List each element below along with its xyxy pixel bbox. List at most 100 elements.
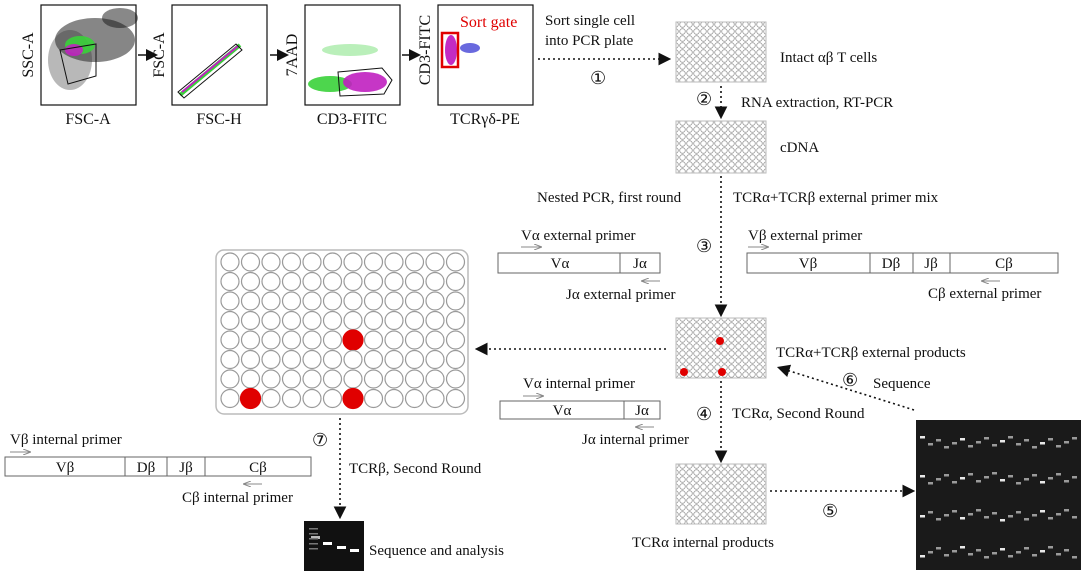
gel-band xyxy=(1032,474,1037,477)
tcra-second-round-label: TCRα, Second Round xyxy=(732,406,865,422)
plate-well xyxy=(363,291,384,311)
segment-db: Dβ xyxy=(137,460,155,476)
plate-well xyxy=(322,349,343,370)
gel-ladder-band xyxy=(309,533,318,535)
gel-band xyxy=(936,518,941,521)
gel-band xyxy=(928,551,933,554)
plate-well xyxy=(384,349,404,370)
gel-band xyxy=(936,478,941,481)
gel-band xyxy=(920,475,925,478)
plate-well xyxy=(363,330,384,350)
gel-band xyxy=(976,549,981,552)
pcr-plate-intact-cells xyxy=(675,21,767,83)
plate-well xyxy=(302,271,322,292)
positive-well xyxy=(342,387,364,410)
gel-band xyxy=(976,480,981,483)
plate-well xyxy=(404,252,425,272)
positive-well xyxy=(342,329,364,351)
plate-well xyxy=(261,369,281,389)
segment-cb: Cβ xyxy=(995,256,1013,272)
gel-band xyxy=(1040,481,1045,484)
panel2-y-label: FSC-A xyxy=(151,32,168,78)
positive-well xyxy=(680,368,688,376)
ja-external-primer-label: Jα external primer xyxy=(566,287,675,303)
plate-well xyxy=(302,369,322,389)
gel-band xyxy=(984,516,989,519)
gel-band xyxy=(968,553,973,556)
gel-band xyxy=(936,547,941,550)
gel-band xyxy=(1056,473,1061,476)
plate-well xyxy=(425,291,445,311)
gel-band xyxy=(960,517,965,520)
plate-well xyxy=(384,252,404,272)
gel-band xyxy=(1024,547,1029,550)
vb-external-primer-label: Vβ external primer xyxy=(748,228,862,244)
gel-band xyxy=(1040,510,1045,513)
plate-well xyxy=(384,310,404,331)
plate-well xyxy=(240,291,261,311)
pcr-plate-cdna xyxy=(675,120,767,174)
gel-band xyxy=(1016,443,1021,446)
gel-band xyxy=(944,446,949,449)
gel-band xyxy=(1064,549,1069,552)
plate-well xyxy=(425,271,445,292)
external-mix-label: TCRα+TCRβ external primer mix xyxy=(733,190,939,206)
gel-band xyxy=(1008,475,1013,478)
gel-band xyxy=(952,442,957,445)
gel-band xyxy=(1072,476,1077,479)
gel-ladder-band xyxy=(309,548,318,550)
gel-band xyxy=(350,549,359,552)
plate-well xyxy=(281,369,302,389)
gel-band xyxy=(928,443,933,446)
gel-band xyxy=(1000,519,1005,522)
nested-pcr-label: Nested PCR, first round xyxy=(537,190,682,206)
gel-band xyxy=(1056,513,1061,516)
gel-band xyxy=(1048,438,1053,441)
vb-internal-construct: Vβ internal primer Vβ Dβ Jβ Cβ Cβ intern… xyxy=(4,432,312,506)
tcra-internal-products-label: TCRα internal products xyxy=(632,535,774,551)
plate-well xyxy=(343,310,363,331)
gel-band xyxy=(1024,478,1029,481)
plate-well xyxy=(261,349,281,370)
rna-label: RNA extraction, RT-PCR xyxy=(741,95,893,111)
plate-well xyxy=(445,369,466,389)
plate-well xyxy=(384,388,404,409)
segment-cb: Cβ xyxy=(249,460,267,476)
panel4-x-label: TCRγδ-PE xyxy=(450,111,520,128)
gel-band xyxy=(944,554,949,557)
plate-well xyxy=(220,369,240,389)
plate-well xyxy=(322,291,343,311)
plate-well xyxy=(261,252,281,272)
plate-well xyxy=(220,349,240,370)
step-5: ⑤ xyxy=(822,501,838,521)
plate-well xyxy=(343,369,363,389)
gel-band xyxy=(1048,517,1053,520)
gel-band xyxy=(1056,445,1061,448)
plate-well xyxy=(302,310,322,331)
plate-well xyxy=(404,349,425,370)
step-7: ⑦ xyxy=(312,430,328,450)
plate-well xyxy=(445,291,466,311)
segment-jb: Jβ xyxy=(179,460,192,476)
panel4-y-label: CD3-FITC xyxy=(417,15,434,85)
plate-well xyxy=(363,388,384,409)
plate-well xyxy=(384,369,404,389)
plate-well xyxy=(261,271,281,292)
plate-well xyxy=(281,271,302,292)
gel-band xyxy=(1024,439,1029,442)
tcrb-second-round-label: TCRβ, Second Round xyxy=(349,461,482,477)
plate-well xyxy=(404,330,425,350)
plate-well xyxy=(302,291,322,311)
sort-text-line2: into PCR plate xyxy=(545,33,634,49)
gel-band xyxy=(984,556,989,559)
gel-band xyxy=(1040,442,1045,445)
plate-well xyxy=(363,271,384,292)
gel-band xyxy=(928,511,933,514)
cb-external-primer-label: Cβ external primer xyxy=(928,286,1041,302)
gel-band xyxy=(984,476,989,479)
gel-band xyxy=(960,438,965,441)
pcr-plate-tcra-internal xyxy=(675,463,767,525)
plate-well xyxy=(220,271,240,292)
plate-well xyxy=(322,330,343,350)
plate-well xyxy=(445,310,466,331)
